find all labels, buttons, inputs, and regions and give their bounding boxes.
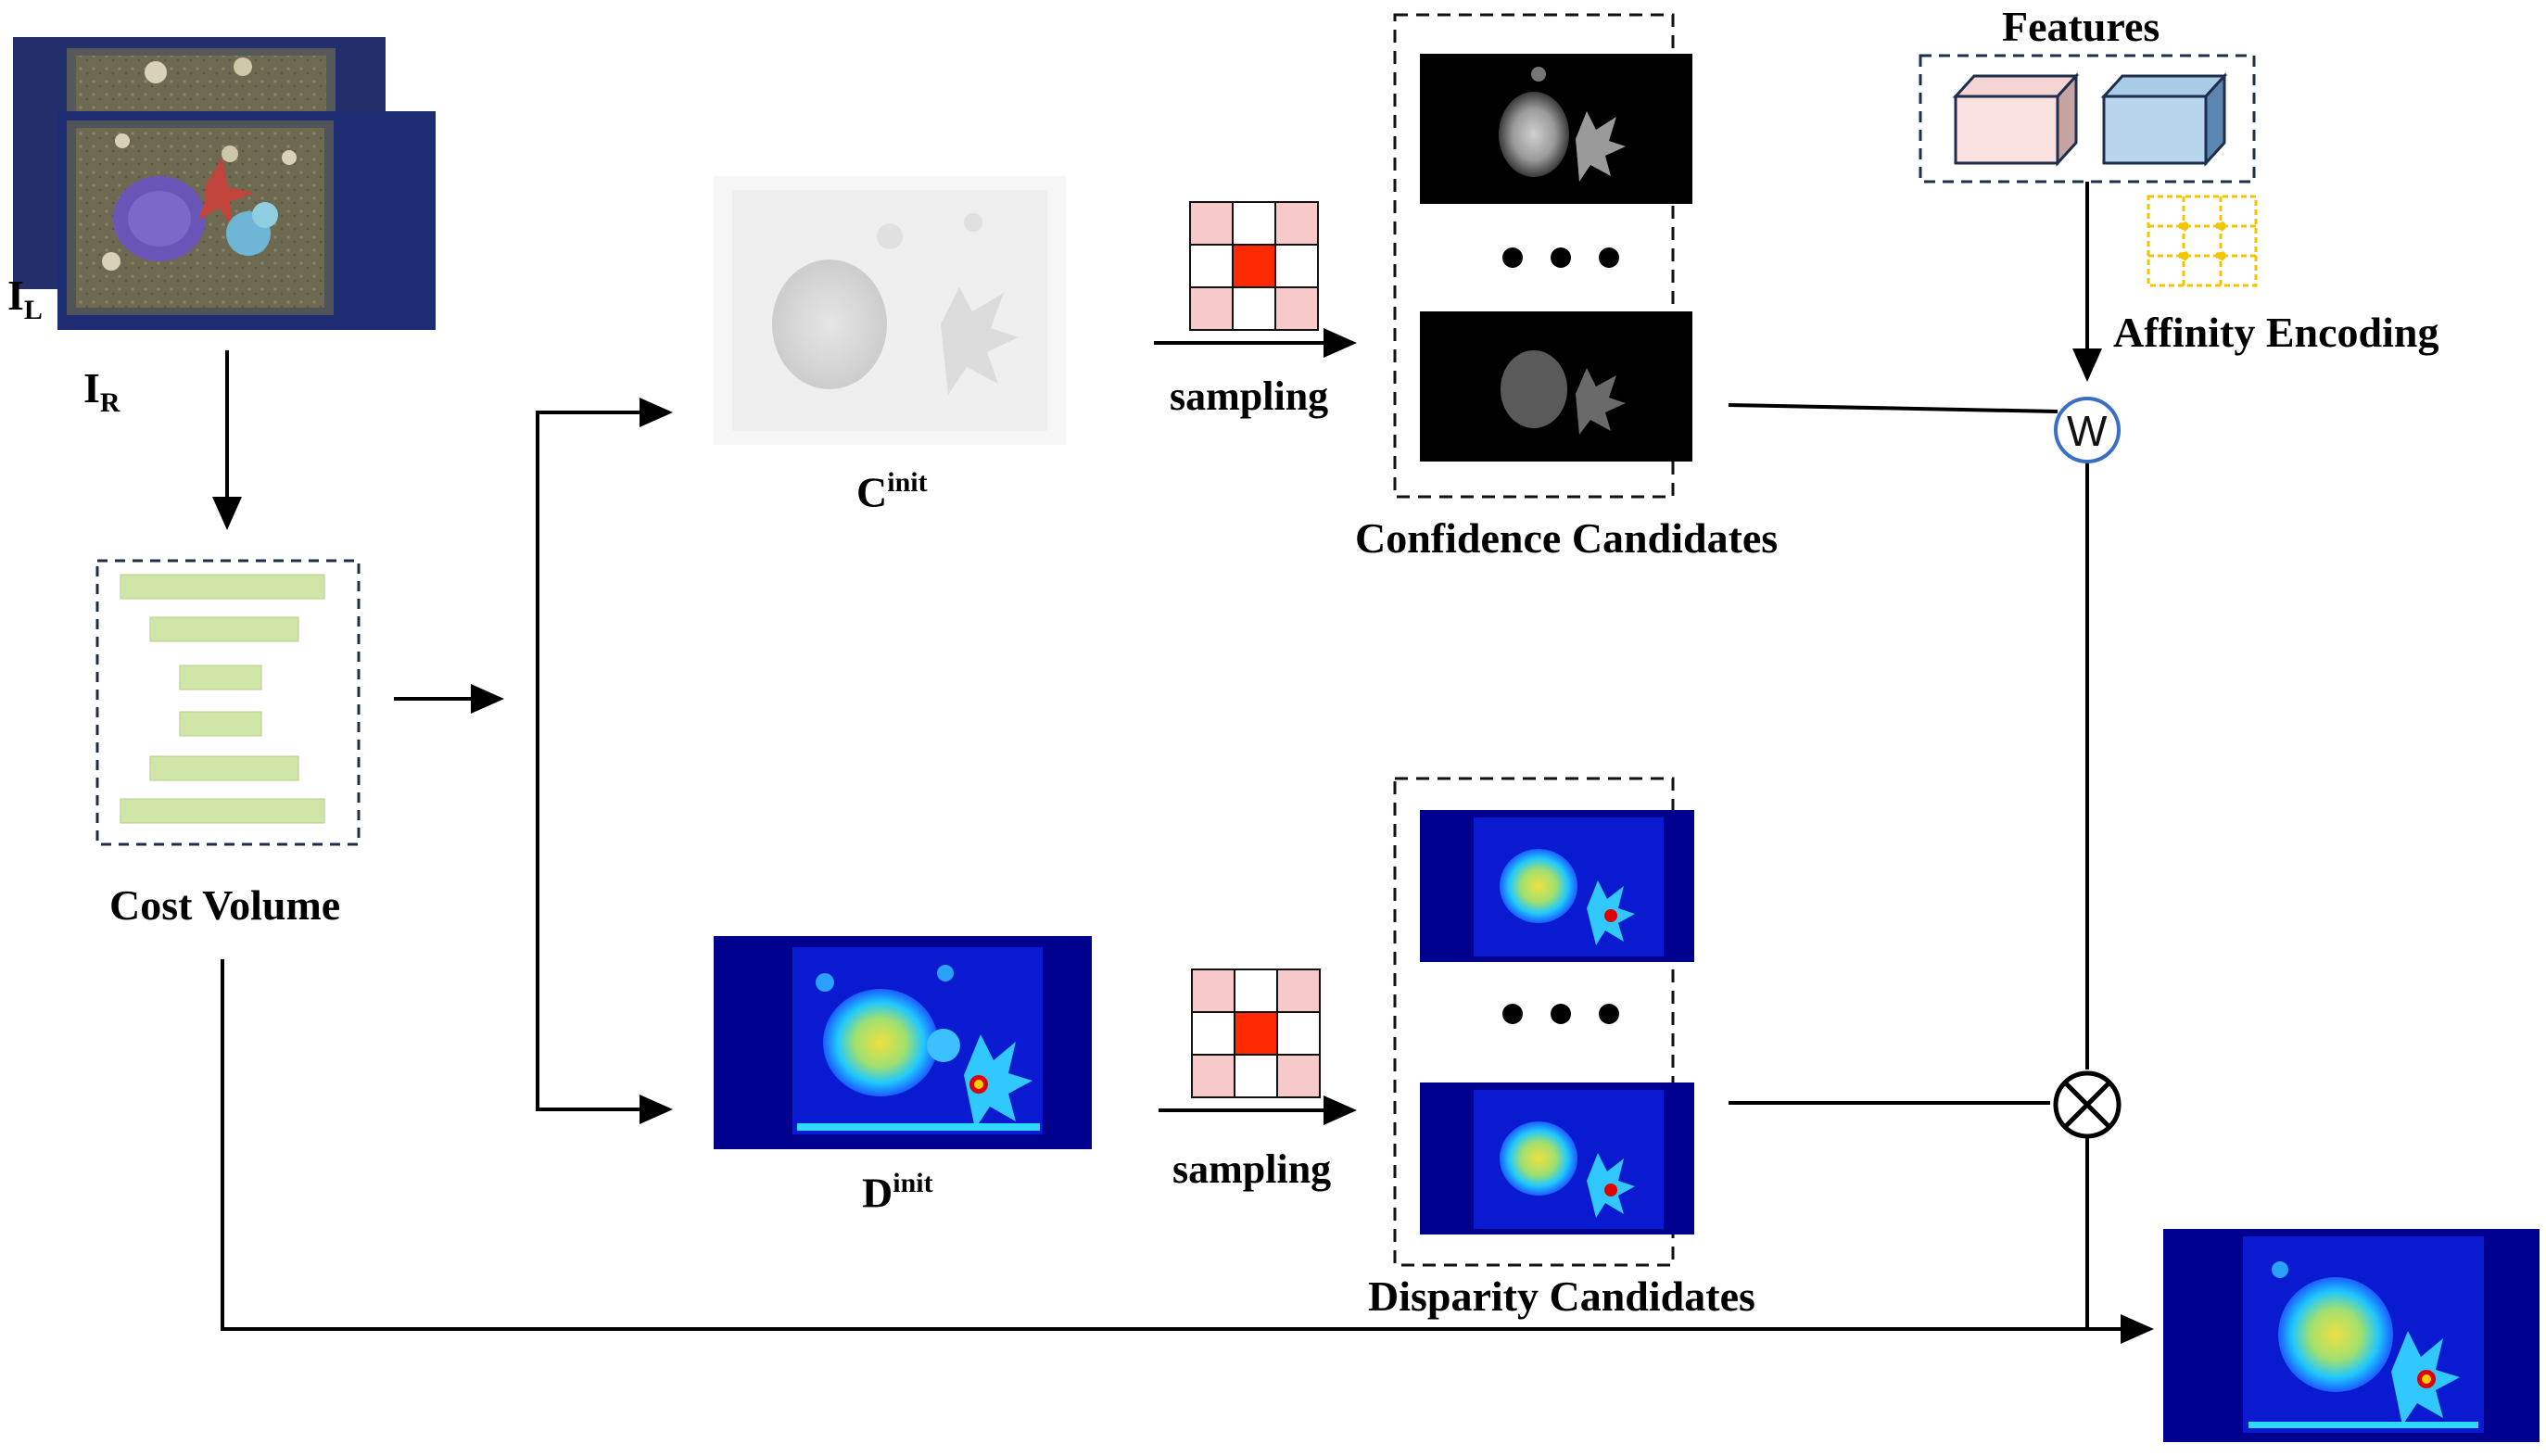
disparity-init-superscript: init xyxy=(893,1168,933,1198)
confidence-candidates-frame xyxy=(1393,13,1675,499)
disparity-candidate-1 xyxy=(1420,810,1694,962)
confidence-candidate-2 xyxy=(1420,311,1692,462)
sampling-grid-bottom xyxy=(1191,969,1321,1098)
disparity-ellipsis xyxy=(1502,1004,1619,1024)
connectors xyxy=(212,182,2154,1344)
disparity-candidates-frame xyxy=(1393,777,1675,1267)
confidence-init-map xyxy=(714,176,1066,445)
cost-volume-block xyxy=(95,559,361,846)
line-conf-to-weight xyxy=(1728,403,2058,413)
confidence-init-superscript: init xyxy=(887,467,928,498)
stereo-input-images xyxy=(13,37,436,330)
cost-volume-frame xyxy=(95,559,361,846)
disparity-init-map xyxy=(714,936,1092,1149)
sampling-grid-top xyxy=(1189,201,1319,331)
affinity-encoding-label: Affinity Encoding xyxy=(2113,309,2439,356)
sampling-label-top: sampling xyxy=(1170,373,1329,419)
arrow-cost-skip xyxy=(221,959,2154,1344)
features-label: Features xyxy=(2002,3,2160,50)
branch-connector xyxy=(536,411,665,1111)
weight-operator-symbol: W xyxy=(2067,407,2108,455)
weight-operator xyxy=(2054,397,2121,463)
confidence-candidate-1 xyxy=(1420,54,1692,204)
confidence-init-label: Cinit xyxy=(856,467,928,516)
affinity-encoding-icon xyxy=(2147,195,2258,287)
disparity-candidates-label: Disparity Candidates xyxy=(1368,1272,1755,1320)
output-disparity-map xyxy=(2163,1229,2540,1442)
left-image-label: IL xyxy=(7,271,43,326)
right-image-label: IR xyxy=(83,363,120,419)
left-image-photo xyxy=(57,111,436,330)
confidence-candidates-label: Confidence Candidates xyxy=(1355,514,1779,562)
cost-volume-bars xyxy=(120,574,325,824)
left-image-letter: I xyxy=(7,272,24,319)
feature-cube-blue xyxy=(2100,72,2228,167)
sampling-label-bottom: sampling xyxy=(1172,1146,1332,1192)
disparity-candidate-2 xyxy=(1420,1083,1694,1234)
cost-volume-label: Cost Volume xyxy=(109,881,341,929)
disparity-init-label: Dinit xyxy=(862,1168,933,1217)
multiply-operator xyxy=(2053,1070,2122,1139)
right-image-letter: I xyxy=(83,364,100,411)
right-image-subscript: R xyxy=(99,387,120,419)
features-group xyxy=(1919,54,2256,184)
confidence-ellipsis xyxy=(1502,247,1619,268)
feature-cube-pink xyxy=(1952,72,2080,167)
left-image-subscript: L xyxy=(23,295,43,326)
disparity-candidates-group xyxy=(1393,777,1694,1267)
disparity-init-letter: D xyxy=(862,1169,893,1217)
features-frame xyxy=(1919,54,2256,184)
confidence-candidates-group xyxy=(1393,13,1692,499)
confidence-init-letter: C xyxy=(856,468,888,516)
